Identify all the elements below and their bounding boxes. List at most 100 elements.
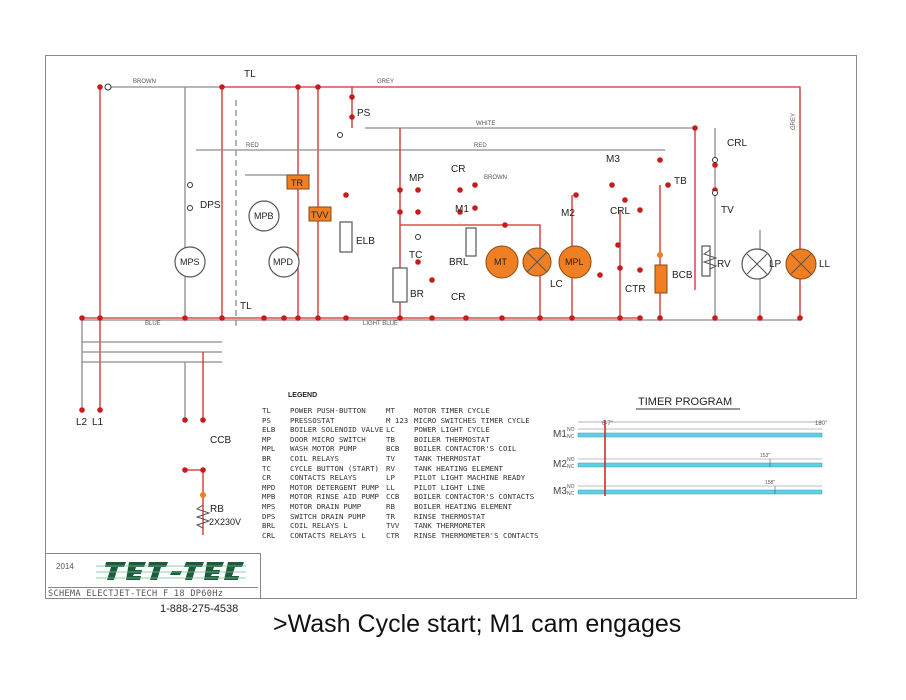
terminal-dot [502, 222, 508, 228]
legend-description: CONTACTS RELAYS [290, 473, 357, 483]
legend-code: BR [262, 453, 271, 463]
phone-number: 1-888-275-4538 [160, 603, 239, 615]
legend-description: TANK HEATING ELEMENT [414, 463, 503, 473]
label-ccb: CCB [210, 435, 231, 446]
label-cr-top: CR [451, 164, 465, 175]
legend-code: RV [386, 463, 395, 473]
label-ps: PS [357, 108, 371, 119]
terminal-dot [97, 407, 103, 413]
label-tv: TV [721, 205, 734, 216]
legend-code: DPS [262, 511, 276, 521]
label-mps: MPS [180, 257, 200, 267]
label-m2: M2 [561, 208, 575, 219]
terminal-dot [637, 207, 643, 213]
label-tc: TC [409, 250, 422, 261]
legend-description: BOILER THERMOSTAT [414, 434, 490, 444]
legend-code: PS [262, 415, 271, 425]
terminal-dot [219, 84, 225, 90]
terminal-dot [665, 182, 671, 188]
legend-description: PRESSOSTAT [290, 415, 335, 425]
wire-label-light-blue: LIGHT BLUE [363, 321, 398, 327]
legend-description: MOTOR DRAIN PUMP [290, 501, 362, 511]
terminal-dot [615, 242, 621, 248]
terminal-dot [397, 209, 403, 215]
legend-row: BR COIL RELAYS [262, 454, 383, 464]
terminal-dot [315, 84, 321, 90]
legend-description: WASH MOTOR PUMP [290, 444, 357, 454]
wire-label-red: RED [246, 143, 259, 149]
terminal-dot [757, 315, 763, 321]
legend-description: MOTOR RINSE AID PUMP [290, 492, 379, 502]
terminal-dot [415, 209, 421, 215]
legend-code: BCB [386, 444, 400, 454]
label-mpd: MPD [273, 257, 294, 267]
mps-motor [174, 246, 206, 278]
legend-row: PS PRESSOSTAT [262, 416, 383, 426]
label-l2: L2 [76, 417, 88, 428]
terminal-dot [349, 94, 355, 100]
label-dps: DPS [200, 200, 221, 211]
terminal-dot [597, 272, 603, 278]
terminal-dot [97, 84, 103, 90]
legend-description: SWITCH DRAIN PUMP [290, 511, 366, 521]
wire-label-red-2: RED [474, 143, 487, 149]
legend-code: TC [262, 463, 271, 473]
terminal-dot [537, 315, 543, 321]
wire-label-white: WHITE [476, 121, 495, 127]
legend-code: MPB [262, 492, 276, 502]
label-mpl: MPL [565, 257, 584, 267]
legend-description: BOILER CONTACTOR'S CONTACTS [414, 492, 535, 502]
terminal-dot [657, 315, 663, 321]
bcb-coil [654, 264, 668, 294]
label-cr-bot: CR [451, 292, 465, 303]
terminal-dot [712, 162, 718, 168]
terminal-dot [569, 315, 575, 321]
label-mp: MP [409, 173, 424, 184]
legend-code: TV [386, 453, 395, 463]
terminal-dot [609, 182, 615, 188]
legend-description: CONTACTS RELAYS L [290, 530, 366, 540]
legend-description: PILOT LIGHT LINE [414, 482, 486, 492]
label-ctr: CTR [625, 284, 646, 295]
lamp-crosses [526, 251, 812, 275]
terminal-dot [200, 417, 206, 423]
wire-red-top [222, 86, 801, 320]
legend-description: POWER PUSH-BUTTON [290, 406, 366, 415]
terminal-dot [472, 182, 478, 188]
legend-description: RINSE THERMOSTAT [414, 511, 486, 521]
slide-caption: >Wash Cycle start; M1 cam engages [273, 610, 682, 638]
label-bcb: BCB [672, 270, 693, 281]
label-br: BR [410, 289, 424, 300]
terminal-dot [295, 315, 301, 321]
mpd-motor [268, 246, 300, 278]
legend-title: LEGEND [288, 392, 318, 399]
legend-code: TR [386, 511, 395, 521]
title-block-year: 2014 [56, 562, 74, 571]
terminal-dot [657, 157, 663, 163]
label-mpb: MPB [254, 211, 274, 221]
legend-description: COIL RELAYS [290, 453, 339, 463]
legend-code: RB [386, 501, 395, 511]
terminal-dot [200, 467, 206, 473]
terminal-dot [97, 315, 103, 321]
terminal-dot [343, 315, 349, 321]
orange-components [286, 174, 817, 294]
legend-description: MICRO SWITCHES TIMER CYCLE [414, 415, 530, 425]
wire-label-brown: BROWN [133, 79, 156, 85]
timer-program-title: TIMER PROGRAM [638, 396, 733, 408]
wire-label-grey-right: GREY [791, 113, 797, 130]
legend-code: M 123 [386, 415, 409, 425]
label-l1: L1 [92, 417, 104, 428]
label-tl-bottom: TL [240, 301, 252, 312]
terminal-dot [397, 187, 403, 193]
terminal-dot [343, 192, 349, 198]
legend-description: CYCLE BUTTON (START) [290, 463, 379, 473]
